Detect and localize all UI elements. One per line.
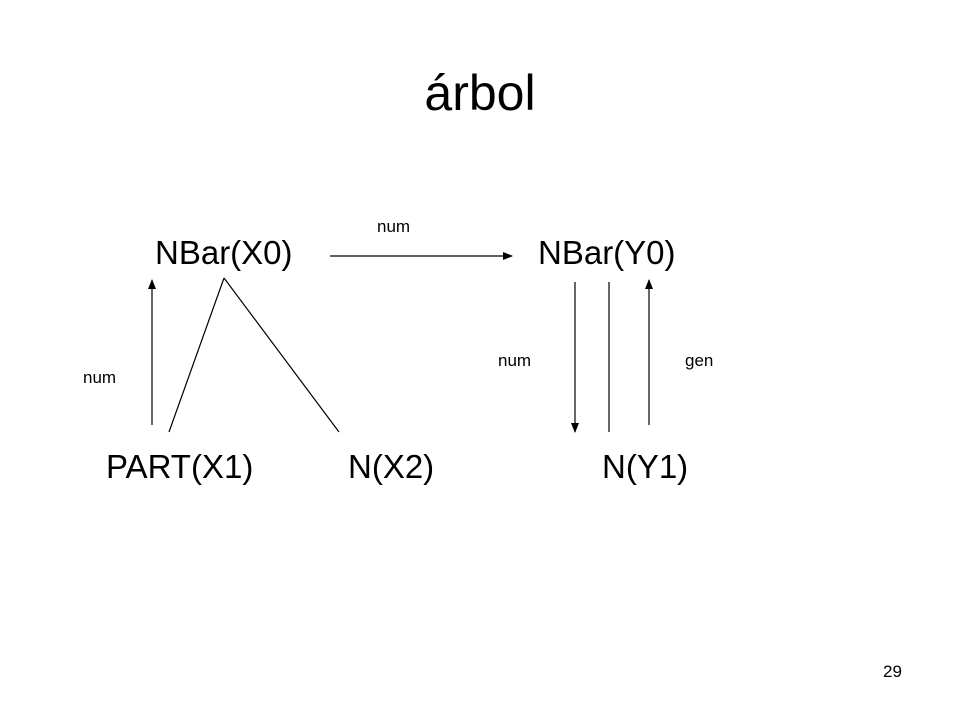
- tree-line-to-n-x2: [223, 277, 340, 433]
- node-nbar-y0: NBar(Y0): [538, 234, 676, 271]
- tree-line-to-part: [168, 277, 225, 433]
- edge-label-right-num: num: [498, 351, 532, 370]
- edge-label-left-num: num: [83, 368, 117, 387]
- slide-title: árbol: [424, 65, 536, 121]
- node-part-x1: PART(X1): [106, 448, 254, 485]
- node-n-y1: N(Y1): [602, 448, 689, 485]
- edge-label-top-num: num: [377, 217, 411, 236]
- node-n-x2: N(X2): [348, 448, 435, 485]
- node-nbar-x0: NBar(X0): [155, 234, 293, 271]
- page-number: 29: [883, 662, 902, 681]
- edge-label-right-gen: gen: [685, 351, 714, 370]
